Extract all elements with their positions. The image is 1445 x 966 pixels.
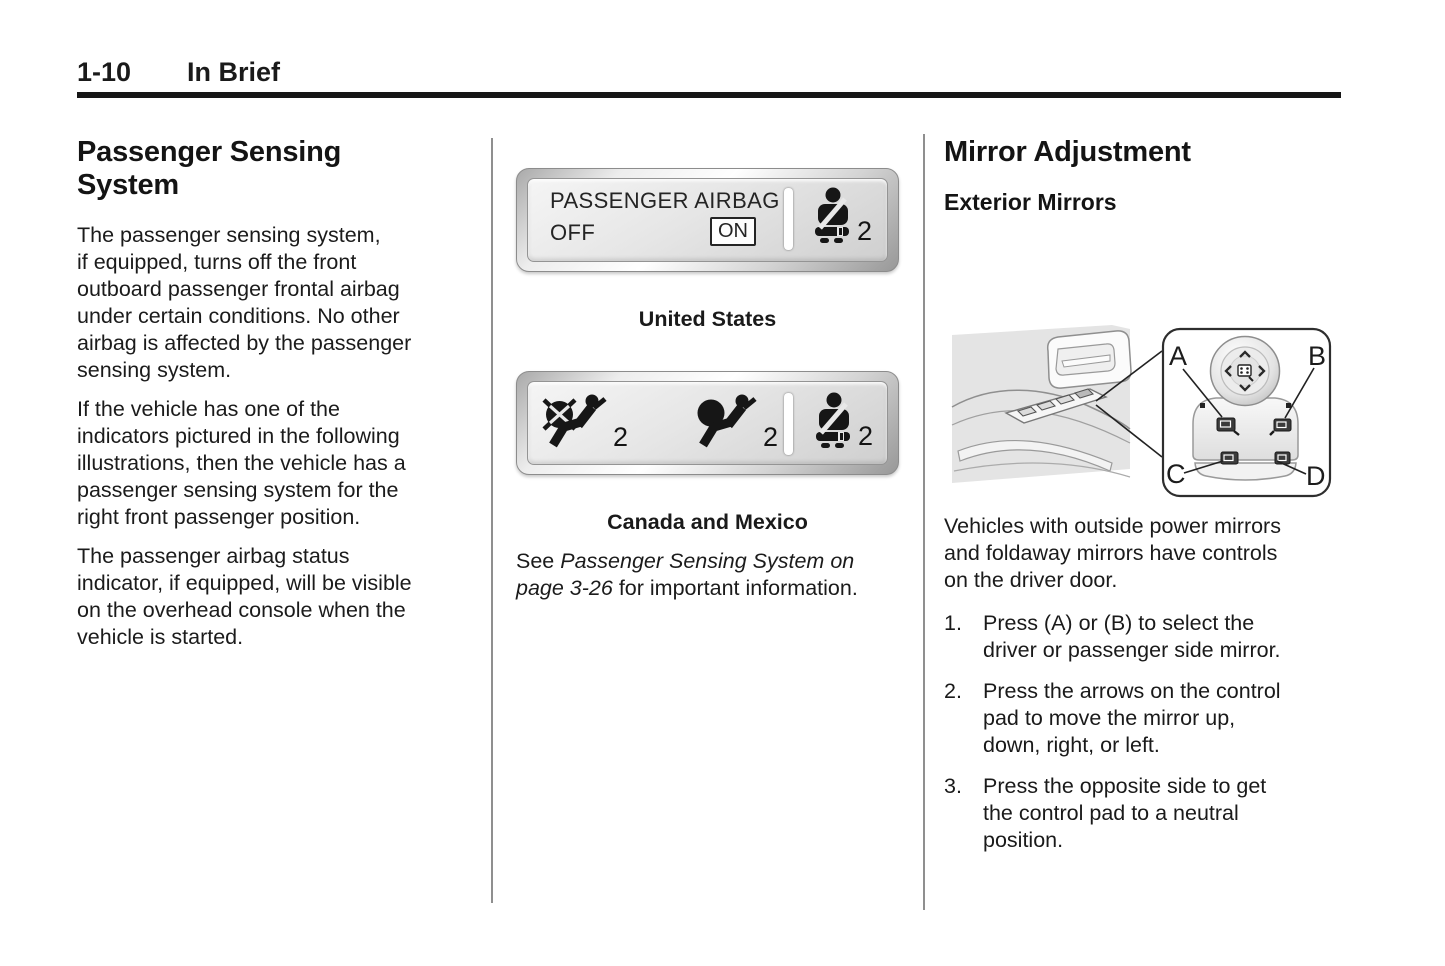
indicator-display: PASSENGER AIRBAG OFF ON [527, 178, 888, 262]
mirror-select-button-b [1269, 418, 1292, 436]
reference-suffix: for important information. [612, 576, 858, 600]
mirror-control-pad [1209, 335, 1281, 407]
display-divider-bar [784, 188, 793, 250]
step-number: 1. [944, 611, 962, 635]
paragraph: The passenger sensing system, if equippe… [77, 223, 412, 382]
exterior-mirrors-subheading: Exterior Mirrors [944, 189, 1117, 215]
mirror-adjustment-heading: Mirror Adjustment [944, 136, 1191, 168]
subscript-2: 2 [613, 422, 629, 452]
label-d: D [1306, 461, 1326, 491]
label-b: B [1308, 341, 1326, 371]
airbag-off-icon [542, 394, 607, 448]
column-divider [923, 134, 925, 910]
indicator-display: 2 2 [527, 381, 888, 465]
mirror-select-button-a [1216, 417, 1240, 436]
seatbelt-icon [816, 392, 850, 448]
step-text: Press the arrows on the control pad to m… [983, 679, 1281, 757]
label-c: C [1166, 459, 1186, 489]
canada-caption: Canada and Mexico [607, 510, 808, 534]
airbag-on-icon [697, 394, 757, 448]
reference-link-text: Passenger Sensing System on page 3-26 [516, 549, 855, 600]
page-number: 1-10 [77, 57, 132, 87]
left-arrow-icon [1224, 365, 1232, 377]
seatbelt-indicator: 2 [809, 392, 874, 451]
right-arrow-icon [1258, 365, 1266, 377]
subscript-2: 2 [858, 421, 874, 451]
mirror-adjustment-section: Mirror Adjustment Exterior Mirrors [944, 136, 1344, 854]
passenger-sensing-section: Passenger Sensing System The passenger s… [77, 136, 472, 651]
window-switches [1016, 388, 1095, 417]
off-label: OFF [550, 220, 596, 245]
intro-paragraph: Vehicles with outside power mirrors and … [944, 514, 1281, 592]
airbag-off-indicator: 2 [540, 393, 629, 452]
airbag-indicator-figures: PASSENGER AIRBAG OFF ON [516, 168, 899, 602]
seatbelt-icon [815, 187, 849, 243]
canada-airbag-indicator: 2 2 [516, 371, 899, 475]
mirror-select-button-d [1274, 451, 1291, 465]
mirror-adjust-center-icon [1237, 364, 1252, 377]
control-housing-lower [1194, 462, 1297, 481]
chapter-title: In Brief [187, 57, 281, 87]
subscript-2: 2 [763, 422, 779, 452]
step-item: 3. Press the opposite side to get the co… [944, 773, 1344, 854]
paragraph: The passenger airbag status indicator, i… [77, 544, 412, 649]
step-text: Press (A) or (B) to select the driver or… [983, 611, 1281, 662]
step-text: Press the opposite side to get the contr… [983, 774, 1267, 852]
reference-prefix: See [516, 549, 561, 573]
seatbelt-indicator: 2 [808, 187, 873, 246]
step-number: 2. [944, 679, 962, 703]
label-a: A [1169, 341, 1187, 371]
column-divider [491, 138, 493, 903]
mirror-select-button-c [1220, 451, 1239, 465]
paragraph: If the vehicle has one of the indicators… [77, 397, 406, 529]
on-badge: ON [710, 217, 756, 246]
step-number: 3. [944, 774, 962, 798]
step-item: 2. Press the arrows on the control pad t… [944, 678, 1344, 759]
callout-box: A B C D [1161, 327, 1332, 498]
passenger-sensing-heading: Passenger Sensing System [77, 136, 342, 201]
up-arrow-icon [1239, 350, 1251, 358]
airbag-on-indicator: 2 [696, 393, 779, 452]
down-arrow-icon [1239, 384, 1251, 392]
passenger-airbag-label: PASSENGER AIRBAG [550, 188, 780, 213]
subscript-2: 2 [857, 216, 873, 246]
cross-reference: See Passenger Sensing System on page 3-2… [516, 548, 899, 602]
mirror-controls-diagram: A B C D [951, 325, 1332, 498]
us-airbag-indicator: PASSENGER AIRBAG OFF ON [516, 168, 899, 272]
header-rule [77, 92, 1341, 98]
display-divider-bar [784, 393, 793, 455]
us-caption: United States [638, 307, 777, 331]
door-panel-drawing [951, 325, 1163, 483]
mirror-select-buttons [1216, 417, 1292, 465]
step-item: 1. Press (A) or (B) to select the driver… [944, 610, 1344, 664]
